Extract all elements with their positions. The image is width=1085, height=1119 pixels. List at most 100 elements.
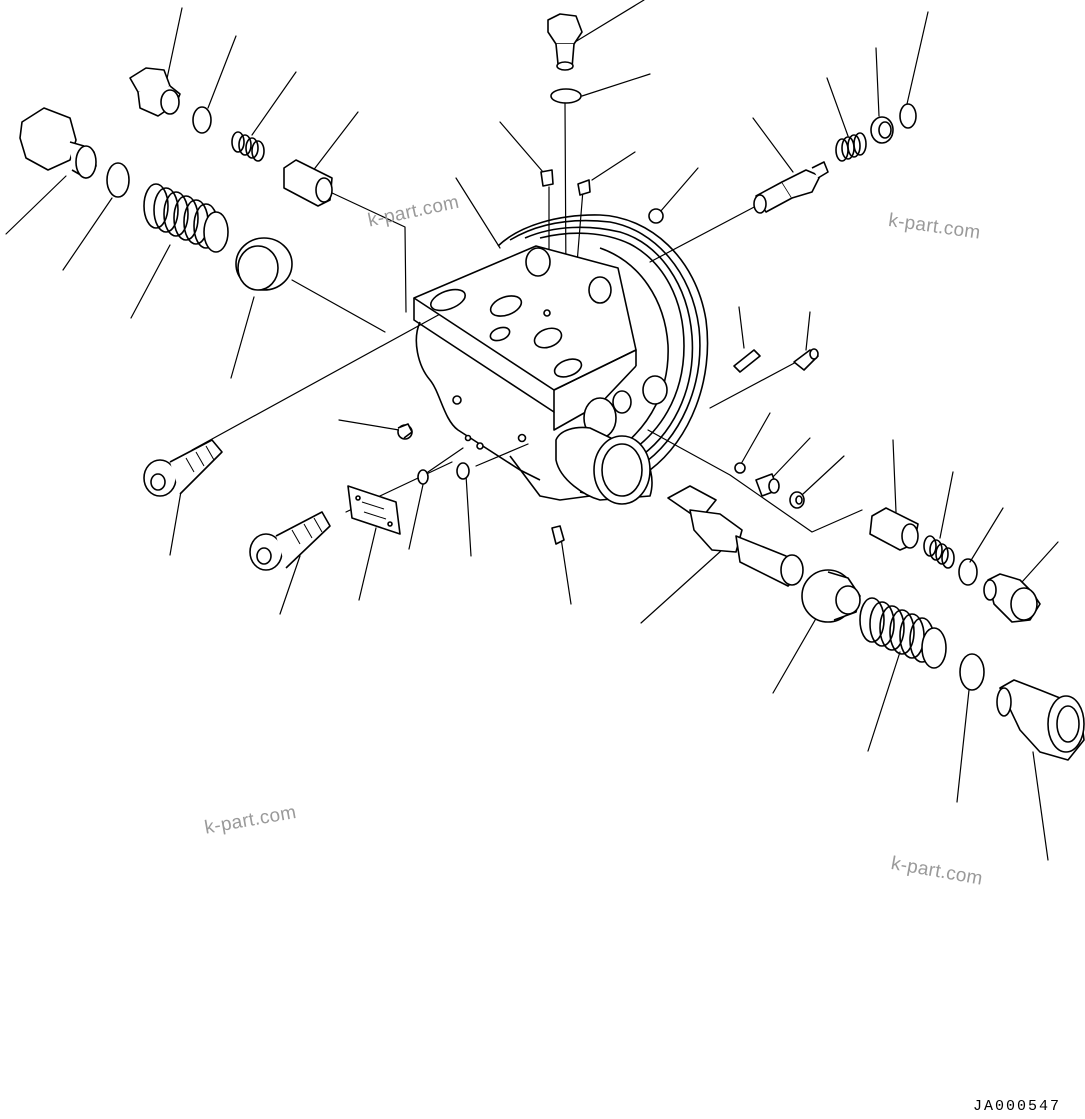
motor-housing <box>413 214 709 505</box>
large-spring-right <box>859 597 947 669</box>
housing-side <box>553 349 637 391</box>
housing-flange-ring <box>524 226 694 463</box>
port-hole <box>553 358 583 378</box>
housing-front-lower <box>509 455 591 501</box>
socket-bolt-left-lower <box>249 511 331 571</box>
leader-lines <box>5 0 1059 861</box>
leader-line <box>581 73 651 97</box>
leader-line <box>591 151 636 181</box>
port-hole <box>489 326 511 342</box>
leader-line <box>752 117 794 173</box>
diagram-code: JA000547 <box>972 1098 1061 1115</box>
check-valve-top-right <box>753 161 829 214</box>
hex-bolt-top <box>547 13 583 71</box>
housing-flange-ring <box>539 232 685 457</box>
small-plug <box>417 469 429 485</box>
housing-top-edge <box>413 298 555 413</box>
leader-line <box>892 439 897 513</box>
piston-cap-right <box>801 569 861 623</box>
piston-cap-left <box>235 237 293 291</box>
leader-line <box>875 47 880 117</box>
leader-line <box>475 443 529 467</box>
side-port <box>612 390 632 414</box>
small-plug <box>456 462 470 480</box>
leader-line <box>230 296 255 379</box>
socket-bolt-left-upper <box>143 439 223 497</box>
leader-line <box>969 507 1004 563</box>
leader-line <box>1032 751 1049 861</box>
small-hole <box>464 434 472 442</box>
o-ring <box>899 103 917 129</box>
leader-line <box>130 244 171 319</box>
leader-line <box>251 71 297 136</box>
small-plug <box>540 169 554 187</box>
main-port-inner <box>601 443 643 497</box>
port-hole <box>430 288 466 312</box>
leader-line <box>772 614 819 694</box>
leader-line <box>358 527 377 601</box>
leader-line <box>659 167 699 213</box>
leader-line <box>740 412 771 465</box>
name-plate <box>347 485 401 535</box>
spool-sleeve-right <box>869 507 919 551</box>
leader-line <box>867 651 901 752</box>
o-ring <box>106 162 130 198</box>
small-hole <box>543 309 551 317</box>
small-plug <box>577 179 591 196</box>
small-hole <box>517 433 527 443</box>
small-plug <box>789 491 805 509</box>
leader-line <box>338 419 400 431</box>
leader-line <box>826 77 849 137</box>
leader-line <box>647 429 863 533</box>
leader-line <box>1021 541 1059 583</box>
o-ring <box>550 88 582 104</box>
hex-plug-right <box>983 573 1041 623</box>
leader-line <box>771 437 811 479</box>
leader-line <box>738 306 745 349</box>
leader-line <box>427 447 464 473</box>
spool-right <box>667 485 804 587</box>
small-plug <box>755 473 780 497</box>
leader-line <box>5 175 67 235</box>
o-ring <box>192 106 212 134</box>
leader-line <box>560 537 572 605</box>
port-hole <box>489 295 523 317</box>
leader-line <box>465 474 472 557</box>
leader-line <box>649 204 759 263</box>
leader-line <box>956 689 970 803</box>
housing-top-plate <box>413 245 637 391</box>
left-parts <box>19 67 470 571</box>
o-ring <box>958 558 978 586</box>
leader-line <box>939 471 954 539</box>
spool-sleeve-left <box>283 159 333 207</box>
leader-line <box>499 121 544 173</box>
leader-line <box>279 555 301 615</box>
right-parts <box>667 103 1085 761</box>
side-port <box>642 375 668 405</box>
small-plug <box>793 348 819 371</box>
port-hole <box>588 276 612 304</box>
hex-plug-top-left <box>129 67 181 117</box>
leader-line <box>62 197 113 271</box>
large-plug-right <box>996 679 1085 761</box>
small-spring-left <box>231 131 265 162</box>
leader-line <box>329 191 407 313</box>
leader-line <box>709 359 801 409</box>
leader-line <box>164 7 183 89</box>
leader-line <box>906 11 929 105</box>
port-hole <box>525 247 551 277</box>
small-hole <box>452 395 462 405</box>
top-parts <box>540 13 664 545</box>
leader-line <box>207 35 237 109</box>
small-hole <box>476 442 484 450</box>
leader-line <box>640 549 723 624</box>
o-ring <box>959 653 985 691</box>
leader-line <box>408 479 425 550</box>
retainer-ring <box>870 116 894 144</box>
leader-line <box>805 311 811 351</box>
large-spring-left <box>143 183 229 253</box>
pin <box>733 349 761 373</box>
housing-front-step <box>553 365 637 431</box>
